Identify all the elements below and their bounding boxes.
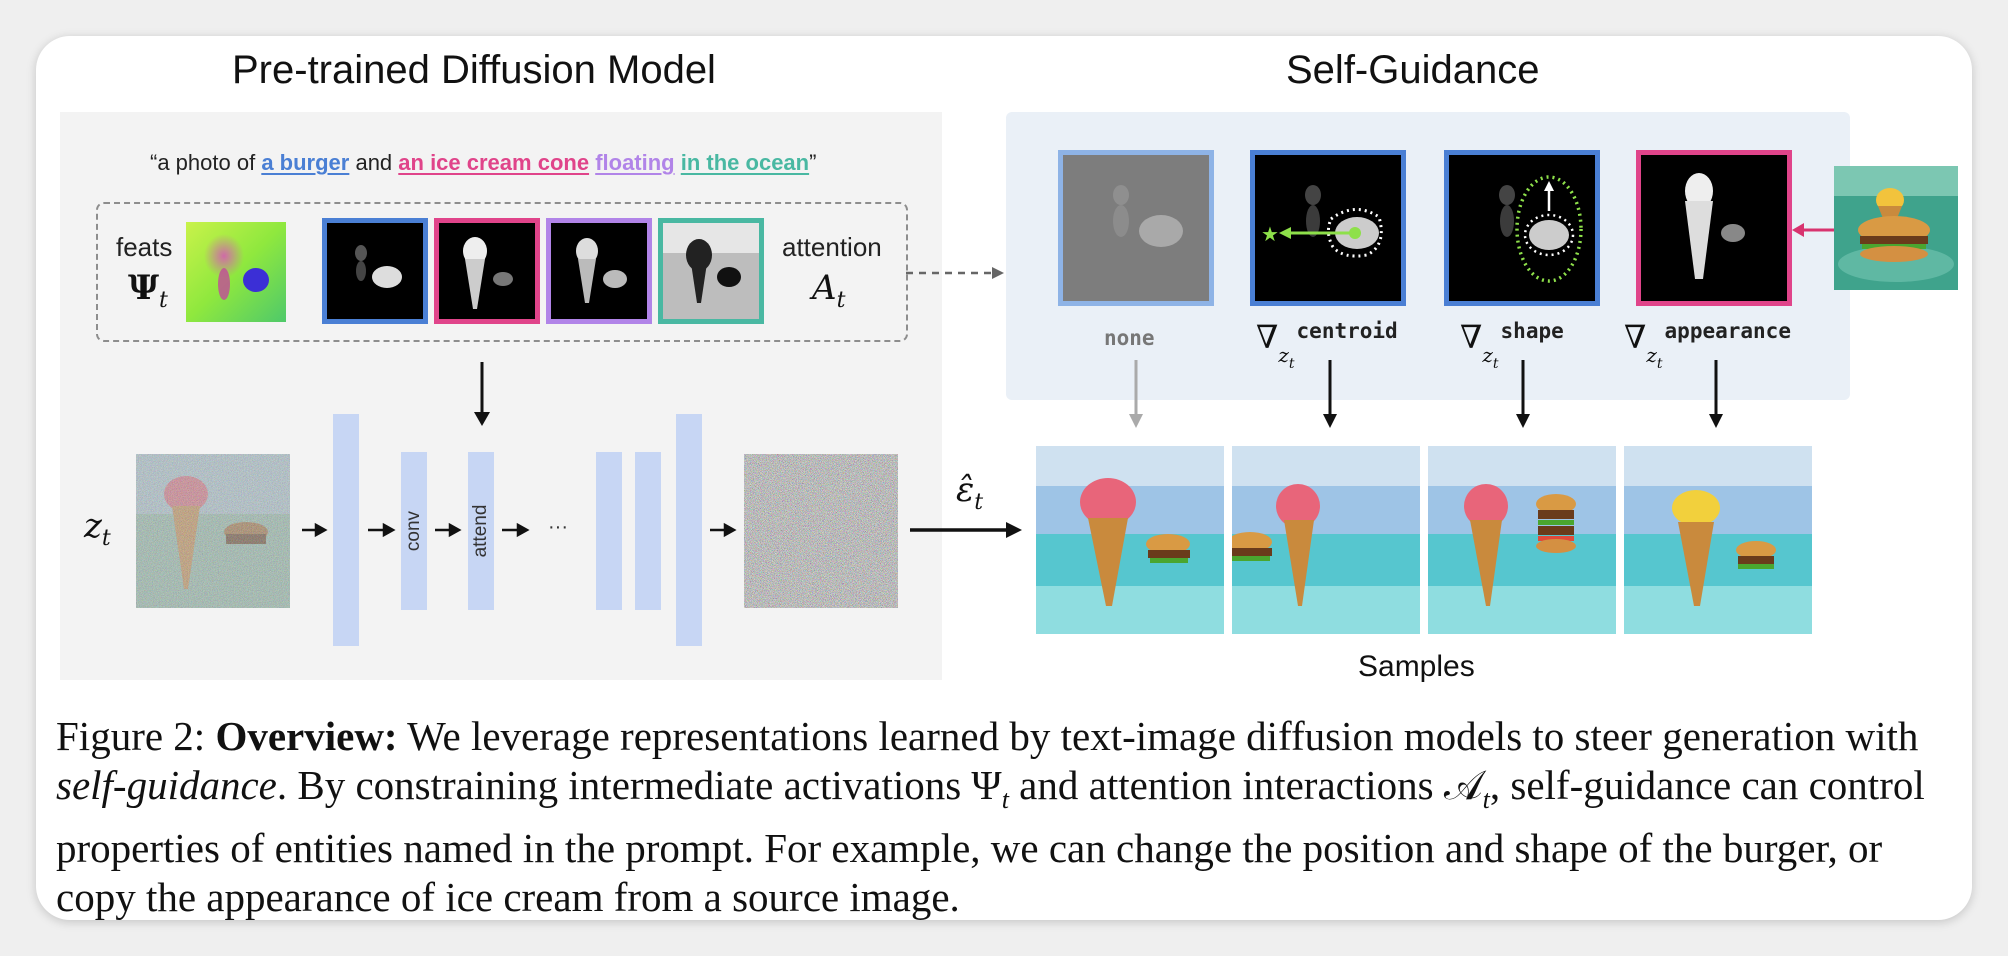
attention-map-ocean [658, 218, 764, 324]
samples-label: Samples [1358, 650, 1475, 683]
arrow-to-samples [910, 522, 1022, 538]
guidance-map-appearance [1636, 150, 1792, 306]
feats-symbol: Ψt [128, 268, 168, 313]
arrows-to-samples [1129, 360, 1723, 428]
noisy-latent-image [136, 454, 290, 608]
token-burger: a burger [261, 150, 350, 175]
token-ocean: in the ocean [680, 150, 810, 175]
attention-label: attention [782, 232, 882, 262]
unet-block-4 [676, 414, 702, 646]
arrow-from-source [1792, 223, 1834, 237]
attend-block [468, 452, 494, 610]
attention-symbol: At [812, 268, 846, 313]
epsilon-symbol: ε̂t [956, 470, 984, 515]
sample-image-appearance [1624, 446, 1812, 634]
sample-image-none [1036, 446, 1224, 634]
left-panel-title: Pre-trained Diffusion Model [232, 48, 716, 92]
svg-text:★: ★ [1261, 222, 1279, 246]
ellipsis: ··· [548, 516, 568, 538]
zt-symbol: zt [84, 506, 111, 551]
token-floating: floating [595, 150, 675, 175]
guidance-map-shape [1444, 150, 1600, 306]
guidance-map-none [1058, 150, 1214, 306]
label-none: none [1104, 326, 1155, 350]
conv-block [401, 452, 427, 610]
predicted-noise-image [744, 454, 898, 608]
arrow-into-attend [474, 362, 490, 426]
attention-map-floating [546, 218, 652, 324]
attention-map-burger [322, 218, 428, 324]
guidance-map-centroid: ★ [1250, 150, 1406, 306]
unet-block-3 [635, 452, 661, 610]
feats-label: feats [116, 232, 173, 262]
token-icecream: an ice cream cone [398, 150, 590, 175]
label-grad-centroid: ∇ztcentroid [1256, 318, 1398, 372]
unet-block-2 [596, 452, 622, 610]
appearance-source-image [1834, 166, 1958, 290]
sample-image-centroid [1232, 446, 1420, 634]
figure-caption: Figure 2: Overview: We leverage represen… [56, 713, 1925, 921]
attention-map-icecream [434, 218, 540, 324]
right-panel-title: Self-Guidance [1286, 48, 1540, 92]
dashed-arrow-to-guidance [906, 267, 1004, 279]
label-grad-appearance: ∇ztappearance [1624, 318, 1791, 372]
feature-map-image [186, 222, 286, 322]
unet-block-1 [333, 414, 359, 646]
label-grad-shape: ∇ztshape [1460, 318, 1564, 372]
prompt-text: “a photo of a burger and an ice cream co… [150, 150, 817, 175]
sample-image-shape [1428, 446, 1616, 634]
flow-arrows [302, 522, 737, 538]
